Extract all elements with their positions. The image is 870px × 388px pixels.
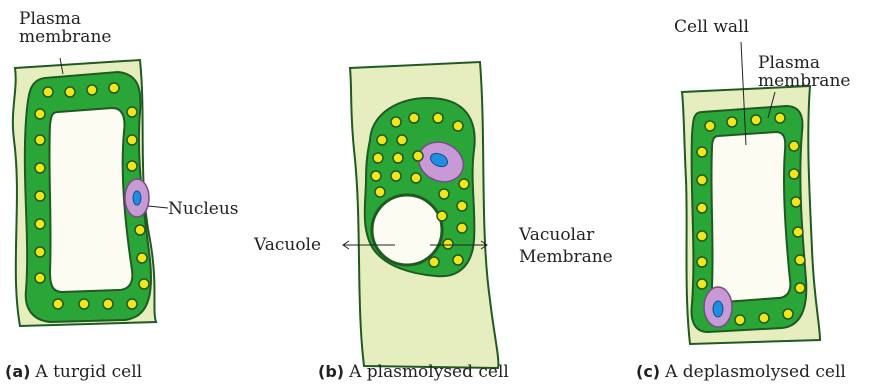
caption-a-text: A turgid cell xyxy=(35,362,142,382)
leader-nucleus xyxy=(148,206,168,208)
plasma-membrane-label-c-line1: Plasma xyxy=(758,54,850,72)
caption-b: (b) A plasmolysed cell xyxy=(318,362,509,382)
plasmolysed-cell xyxy=(343,62,498,368)
nucleus-c xyxy=(704,287,732,327)
caption-b-text: A plasmolysed cell xyxy=(349,362,509,382)
vacuole-label: Vacuole xyxy=(254,236,321,254)
vacuole-c xyxy=(711,132,790,302)
nucleus-a xyxy=(125,179,149,217)
turgid-cell xyxy=(13,58,168,326)
vacuolar-membrane-label: Vacuolar Membrane xyxy=(519,226,613,266)
caption-c-text: A deplasmolysed cell xyxy=(665,362,846,382)
plasma-membrane-label-a-line2: membrane xyxy=(19,28,111,46)
vacuole-b xyxy=(372,195,442,265)
caption-b-tag: (b) xyxy=(318,362,344,381)
cell-wall-label: Cell wall xyxy=(674,18,749,36)
nucleus-label: Nucleus xyxy=(168,200,239,218)
vacuolar-membrane-label-line1: Vacuolar xyxy=(519,226,613,244)
plasma-membrane-label-c: Plasma membrane xyxy=(758,54,850,90)
plasma-membrane-label-a: Plasma membrane xyxy=(19,10,111,46)
caption-a-tag: (a) xyxy=(5,362,30,381)
caption-a: (a) A turgid cell xyxy=(5,362,142,382)
caption-c: (c) A deplasmolysed cell xyxy=(636,362,846,382)
vacuolar-membrane-label-line2: Membrane xyxy=(519,248,613,266)
plasma-membrane-label-a-line1: Plasma xyxy=(19,10,111,28)
vacuole-a xyxy=(49,108,132,292)
plasma-membrane-label-c-line2: membrane xyxy=(758,72,850,90)
caption-c-tag: (c) xyxy=(636,362,660,381)
